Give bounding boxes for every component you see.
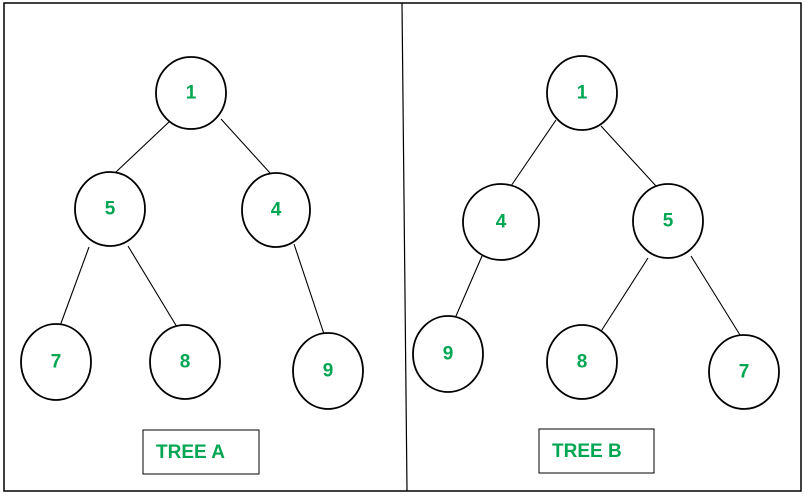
node-value: 1: [186, 83, 197, 104]
node-circle: [708, 334, 780, 410]
tree-node-b8: 8: [546, 324, 618, 400]
node-circle: [155, 56, 227, 130]
edge-a1-a5: [115, 120, 171, 173]
node-circle: [20, 323, 92, 401]
node-circle: [149, 324, 221, 400]
node-value: 7: [51, 352, 62, 373]
edge-a5-a7: [59, 246, 90, 327]
tree-node-b7: 7: [708, 334, 780, 410]
tree-a-caption-box: TREE A: [142, 429, 260, 475]
tree-a-caption: TREE A: [156, 442, 225, 463]
node-circle: [292, 332, 364, 410]
node-value: 9: [323, 361, 334, 382]
edge-a1-a4: [220, 118, 271, 174]
edge-b1-b5: [600, 125, 657, 187]
node-value: 1: [577, 83, 588, 104]
tree-node-b5: 5: [632, 183, 704, 259]
node-value: 4: [271, 200, 282, 221]
tree-node-a9: 9: [292, 332, 364, 410]
node-value: 4: [496, 212, 507, 233]
node-circle: [546, 324, 618, 400]
tree-node-a1: 1: [155, 56, 227, 130]
tree-node-b4: 4: [462, 183, 540, 261]
node-circle: [241, 172, 311, 248]
edge-b5-b7: [690, 255, 741, 336]
nodes-layer: 1 5 4 7 8 9 1 4 5 9 8 7: [20, 55, 780, 410]
node-circle: [412, 315, 484, 393]
tree-node-b1: 1: [546, 55, 618, 131]
node-circle: [74, 171, 146, 247]
node-circle: [632, 183, 704, 259]
panel-divider: [401, 2, 408, 492]
edge-b5-b8: [597, 257, 649, 337]
node-value: 7: [739, 362, 750, 383]
edge-a5-a8: [127, 245, 178, 328]
node-value: 8: [180, 352, 191, 373]
tree-node-a4: 4: [241, 172, 311, 248]
edge-b1-b4: [510, 119, 557, 187]
tree-node-b9: 9: [412, 315, 484, 393]
tree-node-a7: 7: [20, 323, 92, 401]
tree-node-a5: 5: [74, 171, 146, 247]
tree-node-a8: 8: [149, 324, 221, 400]
node-value: 5: [663, 211, 674, 232]
tree-b-caption: TREE B: [552, 441, 622, 462]
node-value: 8: [577, 352, 588, 373]
tree-b-caption-box: TREE B: [538, 428, 655, 474]
edge-a4-a9: [293, 243, 325, 335]
node-value: 5: [105, 199, 116, 220]
edge-b4-b9: [455, 255, 483, 317]
edges-layer: [59, 118, 741, 337]
node-value: 9: [443, 344, 454, 365]
node-circle: [462, 183, 540, 261]
node-circle: [546, 55, 618, 131]
